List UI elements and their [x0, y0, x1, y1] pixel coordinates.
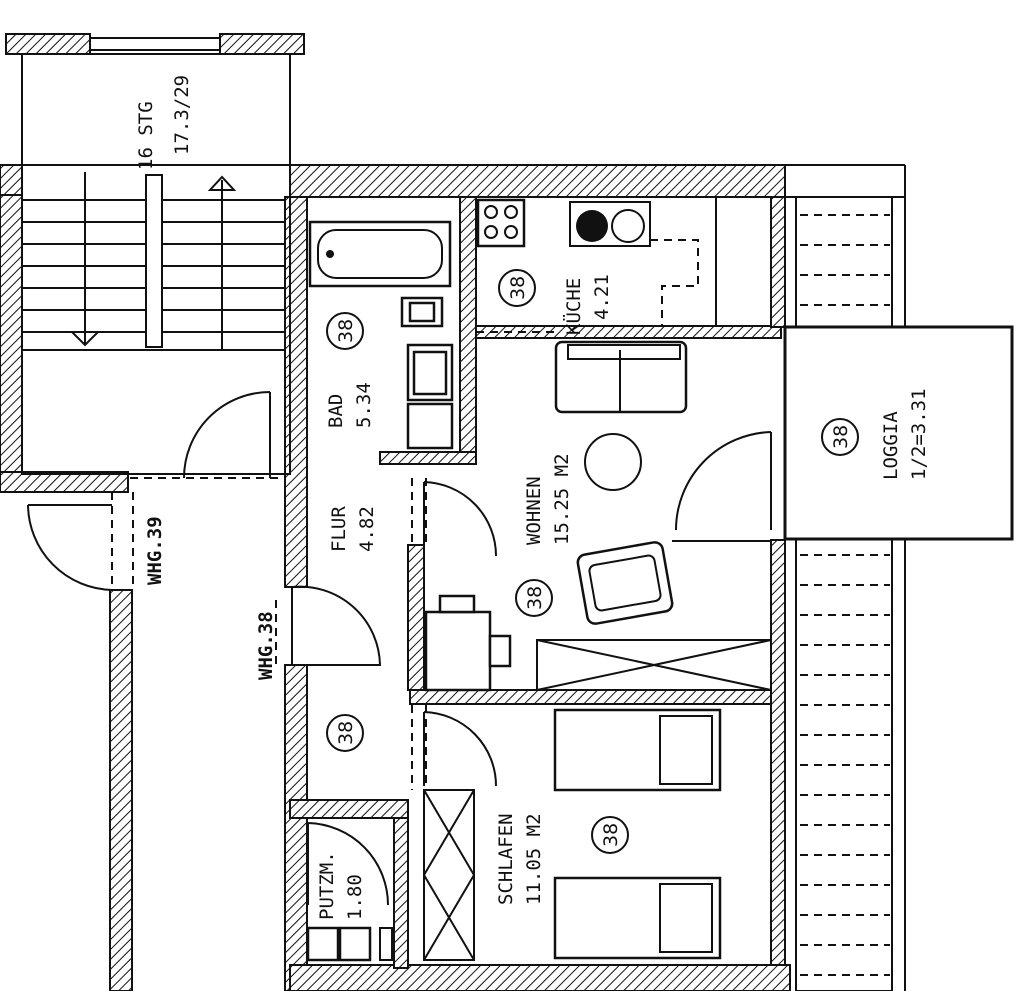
loggia: 38 LOGGIA 1/2=3.31	[783, 164, 1014, 991]
svg-text:38: 38	[600, 823, 622, 847]
svg-text:38: 38	[524, 586, 546, 610]
bad-name: BAD	[325, 394, 347, 428]
putzm-name: PUTZM.	[316, 851, 338, 920]
loggia-name: LOGGIA	[880, 411, 902, 480]
svg-text:38: 38	[830, 425, 852, 449]
bathroom: 38 BAD 5.34	[308, 220, 454, 450]
utility-room: PUTZM. 1.80	[306, 822, 393, 962]
bedroom: 38 SCHLAFEN 11.05 M2	[422, 708, 722, 961]
flur-tag	[326, 714, 364, 752]
wohnen-name: WOHNEN	[523, 476, 545, 545]
putzm-area: 1.80	[344, 874, 366, 920]
unit-right-label: WHG.38	[255, 611, 277, 680]
wohnen-tag	[515, 579, 553, 617]
schlafen-area: 11.05 M2	[523, 813, 545, 905]
schlafen-tag	[591, 816, 629, 854]
kueche-area: 4.21	[591, 274, 613, 320]
kitchen: 38 KÜCHE 4.21	[476, 197, 717, 335]
unit-left-label: WHG.39	[144, 516, 166, 585]
loggia-area: 1/2=3.31	[908, 388, 930, 480]
flur-area: 4.82	[356, 506, 378, 552]
walls	[0, 33, 791, 991]
svg-text:38: 38	[335, 721, 357, 745]
bad-area: 5.34	[353, 382, 375, 428]
svg-text:38: 38	[507, 276, 529, 300]
living-room: 38 WOHNEN 15.25 M2	[411, 340, 772, 692]
hallway: 38 FLUR 4.82	[326, 506, 497, 790]
svg-text:38: 38	[335, 319, 357, 343]
staircase: 16 STG 17.3/29	[21, 53, 291, 475]
wohnen-area: 15.25 M2	[551, 453, 573, 545]
schlafen-name: SCHLAFEN	[495, 813, 517, 905]
kueche-tag	[498, 269, 536, 307]
kueche-name: KÜCHE	[562, 278, 585, 335]
entry-doors	[27, 391, 382, 666]
bad-tag	[326, 312, 364, 350]
stair-count: 16 STG	[135, 101, 157, 170]
loggia-tag	[821, 418, 859, 456]
flur-name: FLUR	[328, 506, 350, 552]
stair-rise: 17.3/29	[171, 75, 193, 155]
